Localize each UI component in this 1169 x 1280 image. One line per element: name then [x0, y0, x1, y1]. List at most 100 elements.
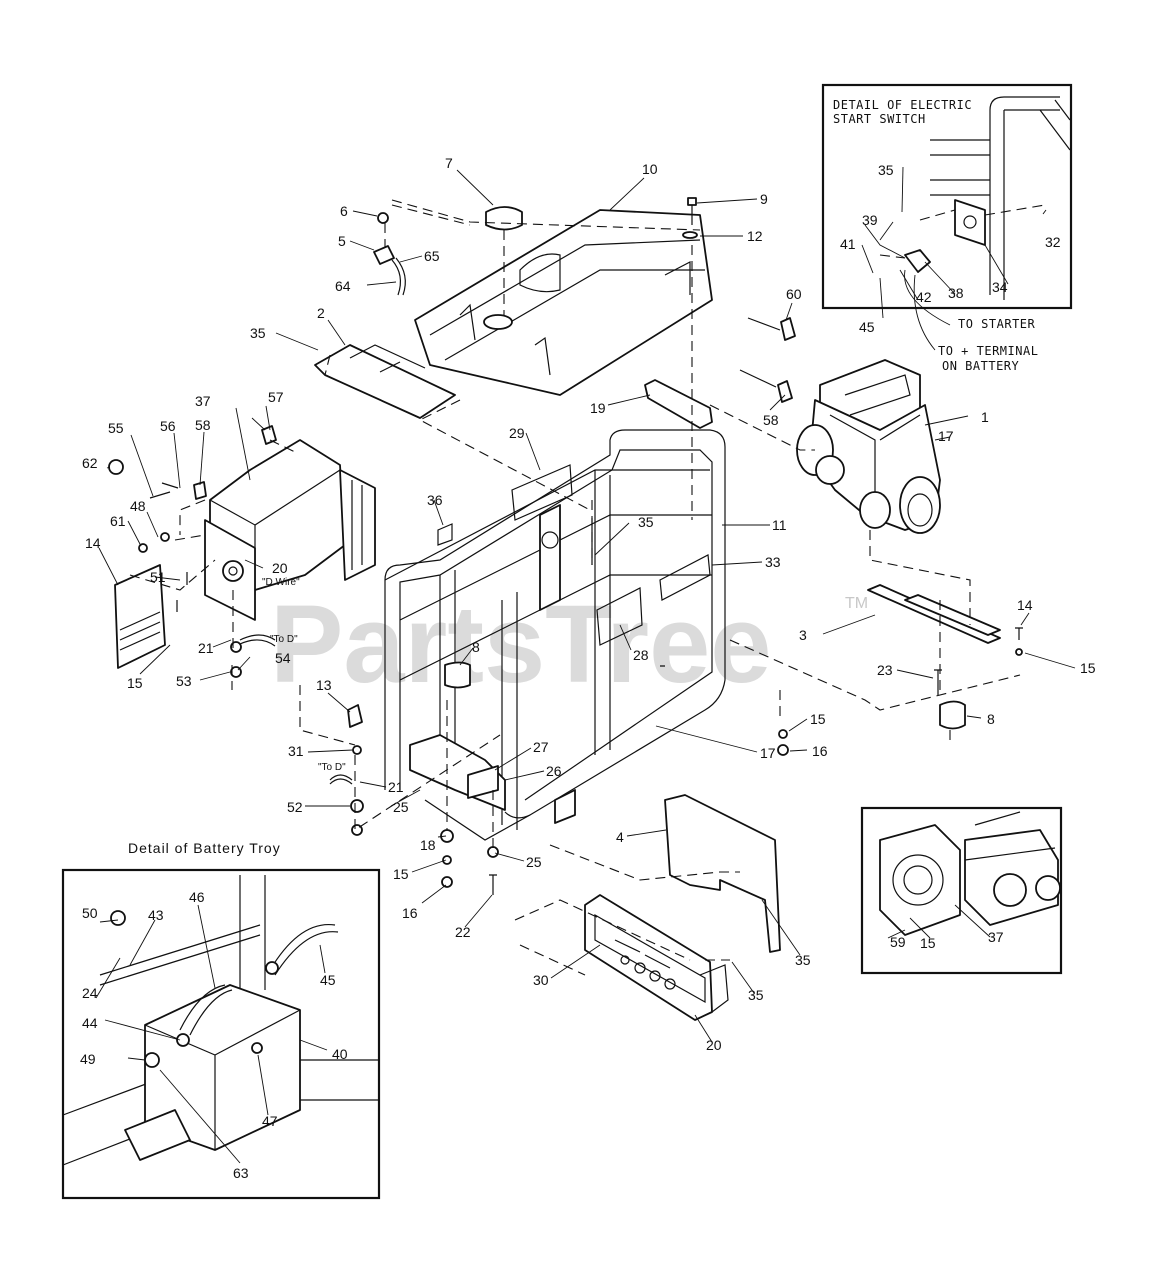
callout-4: 4 — [616, 829, 624, 845]
engine-adapter-inset — [860, 806, 1063, 975]
callout-34: 34 — [992, 279, 1008, 295]
alternator — [204, 439, 376, 621]
callout-35: 35 — [638, 514, 654, 530]
callout-13: 13 — [316, 677, 332, 693]
callout-62: 62 — [82, 455, 98, 471]
callout-43: 43 — [148, 907, 164, 923]
callout-58: 58 — [763, 412, 779, 428]
callout-55: 55 — [108, 420, 124, 436]
inset-title-line2: START SWITCH — [833, 112, 926, 126]
to-starter-note: TO STARTER — [958, 317, 1036, 331]
battery-troy-inset: Detail of Battery Troy — [61, 840, 381, 1200]
to-terminal-note-line1: TO + TERMINAL — [938, 344, 1038, 358]
callout-17: 17 — [938, 428, 954, 444]
callout-21: 21 — [388, 779, 404, 795]
callout-3: 3 — [799, 627, 807, 643]
mounting-rail — [867, 584, 1001, 644]
adapter-inset-frame — [860, 806, 1063, 975]
decal — [437, 523, 453, 546]
callout-23: 23 — [877, 662, 893, 678]
callout-8: 8 — [472, 639, 480, 655]
callout-35: 35 — [250, 325, 266, 341]
callout-labels: 1 2 3 4 5 6 7 8 8 9 10 11 12 13 14 14 15… — [80, 155, 1096, 1181]
tube-frame — [384, 429, 726, 841]
callout-10: 10 — [642, 161, 658, 177]
callout-29: 29 — [509, 425, 525, 441]
callout-26: 26 — [546, 763, 562, 779]
assembly-lines — [129, 199, 1021, 976]
leader-lines — [95, 166, 1076, 1164]
callout-7: 7 — [445, 155, 453, 171]
callout-33: 33 — [765, 554, 781, 570]
isolator-mount — [939, 700, 966, 730]
callout-5: 5 — [338, 233, 346, 249]
callout-36: 36 — [427, 492, 443, 508]
callout-44: 44 — [82, 1015, 98, 1031]
callout-38: 38 — [948, 285, 964, 301]
callout-1: 1 — [981, 409, 989, 425]
callout-17: 17 — [760, 745, 776, 761]
inset-title-line1: DETAIL OF ELECTRIC — [833, 98, 972, 112]
callout-6: 6 — [340, 203, 348, 219]
callout-22: 22 — [455, 924, 471, 940]
callout-37: 37 — [195, 393, 211, 409]
decal — [659, 554, 711, 601]
callout-58: 58 — [195, 417, 211, 433]
plate — [314, 344, 456, 419]
callout-20: 20 — [272, 560, 288, 576]
engine — [796, 359, 941, 534]
fuel-cap — [485, 206, 523, 231]
fuel-tank — [414, 206, 713, 396]
callout-14: 14 — [1017, 597, 1033, 613]
callout-56: 56 — [160, 418, 176, 434]
callout-20: 20 — [706, 1037, 722, 1053]
callout-32: 32 — [1045, 234, 1061, 250]
callout-15: 15 — [393, 866, 409, 882]
callout-59: 59 — [890, 934, 906, 950]
callout-21: 21 — [198, 640, 214, 656]
callout-2: 2 — [317, 305, 325, 321]
callout-48: 48 — [130, 498, 146, 514]
callout-16: 16 — [402, 905, 418, 921]
callout-50: 50 — [82, 905, 98, 921]
callout-11: 11 — [772, 517, 787, 533]
callout-45: 45 — [859, 319, 875, 335]
battery-inset-title: Detail of Battery Troy — [128, 840, 281, 856]
callout-31: 31 — [288, 743, 304, 759]
callout-35: 35 — [878, 162, 894, 178]
to-d-note-left: "To D" — [318, 762, 346, 773]
bracket — [644, 379, 713, 429]
callout-12: 12 — [747, 228, 763, 244]
callout-54: 54 — [275, 650, 291, 666]
callout-37: 37 — [988, 929, 1004, 945]
inset-frame — [821, 83, 1073, 310]
fuel-valve — [373, 204, 471, 296]
callout-46: 46 — [189, 889, 205, 905]
callout-30: 30 — [533, 972, 549, 988]
watermark-trademark: TM — [845, 595, 868, 612]
callout-19: 19 — [590, 400, 606, 416]
callout-60: 60 — [786, 286, 802, 302]
callout-45: 45 — [320, 972, 336, 988]
callout-28: 28 — [633, 647, 649, 663]
callout-15: 15 — [127, 675, 143, 691]
callout-57: 57 — [268, 389, 284, 405]
callout-9: 9 — [760, 191, 768, 207]
callout-16: 16 — [812, 743, 828, 759]
callout-51: 51 — [150, 569, 166, 585]
hardware — [108, 197, 1023, 895]
end-cover — [114, 564, 166, 669]
callout-64: 64 — [335, 278, 351, 294]
callout-24: 24 — [82, 985, 98, 1001]
electric-start-switch-inset: DETAIL OF ELECTRIC START SWITCH — [821, 83, 1073, 351]
to-d-note-right: "To D" — [270, 634, 298, 645]
decal — [596, 587, 643, 646]
callout-14: 14 — [85, 535, 101, 551]
callout-53: 53 — [176, 673, 192, 689]
control-panel — [584, 894, 729, 1021]
decal — [511, 464, 573, 521]
callout-25: 25 — [393, 799, 409, 815]
callout-42: 42 — [916, 289, 932, 305]
control-panel-bracket — [664, 794, 781, 953]
callout-52: 52 — [287, 799, 303, 815]
